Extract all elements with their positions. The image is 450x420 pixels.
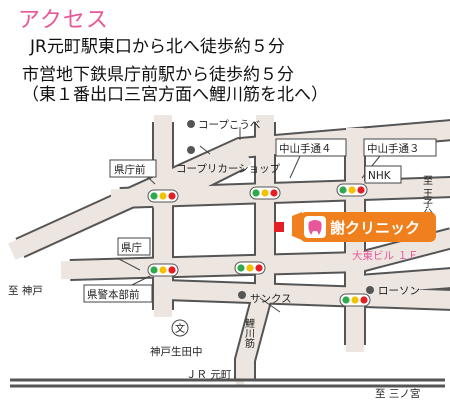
clinic-location-marker	[274, 222, 284, 232]
direction-jr: JR元町駅東口から北へ徒歩約５分	[30, 37, 285, 57]
label-coop-ricca: コープリカーショップ	[176, 163, 281, 175]
clinic-building: 大東ビル １Ｆ	[352, 249, 418, 262]
school-icon: 文	[171, 319, 189, 337]
direction-subway: 市営地下鉄県庁前駅から徒歩約５分	[22, 65, 294, 85]
label-sunkus: サンクス	[250, 293, 292, 305]
traffic-signal	[147, 189, 179, 203]
map-labels: 県庁前 中山手通４ 中山手通３ NHK 県庁 県警本部前 コープこうべ コープリ…	[8, 119, 437, 400]
label-kobe-koube: コープこうべ	[198, 119, 260, 131]
direction-subway-exit: （東１番出口三宮方面へ鯉川筋を北へ）	[22, 85, 328, 105]
label-ikuta-jhs: 神戸生田中	[150, 345, 203, 358]
traffic-signal	[249, 186, 281, 200]
label-kencho: 県庁	[121, 241, 142, 254]
svg-text:鯉川筋: 鯉川筋	[243, 317, 255, 349]
label-kenchomae: 県庁前	[114, 163, 146, 176]
label-to-kobe: 至 神戸	[8, 284, 43, 297]
traffic-signal	[339, 293, 371, 307]
traffic-signal	[336, 183, 368, 197]
jr-railway	[10, 378, 445, 388]
clinic-callout[interactable]: 謝クリニック 大東ビル １Ｆ	[292, 212, 436, 262]
label-keisatsu: 県警本部前	[87, 288, 140, 301]
traffic-signals	[147, 183, 371, 307]
page-title: アクセス	[18, 8, 109, 33]
label-nhk: NHK	[368, 170, 392, 182]
traffic-signal	[234, 261, 266, 275]
label-koikawa: 鯉川筋	[243, 317, 255, 349]
label-nakayama3: 中山手通３	[367, 142, 420, 155]
label-jr-motomachi: ＪＲ 元町	[186, 369, 232, 381]
svg-text:文: 文	[175, 322, 185, 335]
traffic-signal	[147, 263, 179, 277]
label-to-sannomiya: 至 三ノ宮	[375, 387, 420, 400]
label-nakayama4: 中山手通４	[279, 142, 332, 155]
label-lawson: ローソン	[378, 285, 420, 297]
poi-dots	[187, 120, 374, 299]
clinic-name: 謝クリニック	[330, 219, 420, 237]
tooth-icon	[304, 216, 326, 238]
